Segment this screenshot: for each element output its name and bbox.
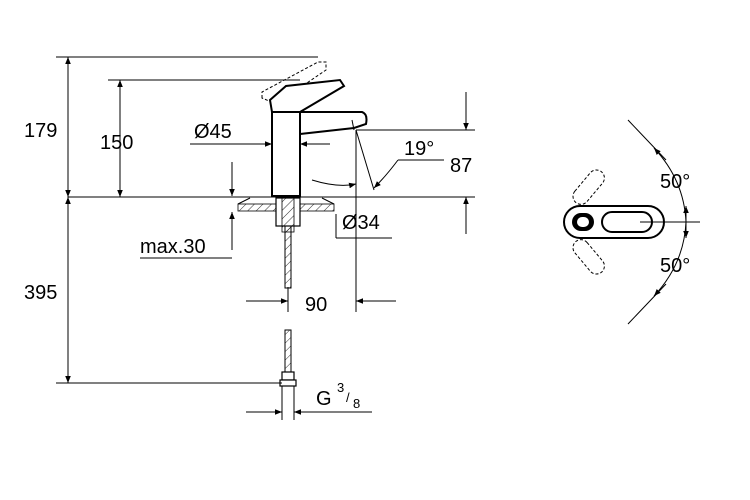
- dim-179: 179: [24, 120, 57, 142]
- dim-thread-g: G: [316, 388, 332, 410]
- dim-max-30: max.30: [140, 236, 206, 258]
- dim-150: 150: [100, 132, 133, 154]
- dim-thread-numerator: 3: [337, 380, 344, 395]
- outlet-inner: [577, 217, 589, 227]
- dim-angle-19: 19°: [404, 138, 434, 160]
- dimension-lines: [56, 56, 475, 420]
- lever: [268, 78, 346, 113]
- handle-ghost-up: [572, 169, 605, 205]
- faucet-side-view: [261, 61, 368, 197]
- dim-90: 90: [305, 294, 327, 316]
- faucet-body: [271, 111, 301, 197]
- countertop: [68, 196, 475, 233]
- dim-thread-denominator: 8: [353, 396, 360, 411]
- dim-diameter-45: Ø45: [194, 121, 232, 143]
- dim-87: 87: [450, 155, 472, 177]
- faucet-top-view: [563, 119, 700, 325]
- rotation-arc-up: [653, 147, 687, 223]
- handle-ghost-down: [572, 239, 605, 275]
- rotation-arc-down: [653, 221, 687, 297]
- dim-395: 395: [24, 282, 57, 304]
- spout: [294, 111, 368, 136]
- dim-rotation-down: 50°: [660, 255, 690, 277]
- dim-diameter-34: Ø34: [342, 212, 380, 234]
- aerator: [351, 119, 355, 131]
- thread-slash: /: [346, 390, 350, 405]
- dim-rotation-up: 50°: [660, 171, 690, 193]
